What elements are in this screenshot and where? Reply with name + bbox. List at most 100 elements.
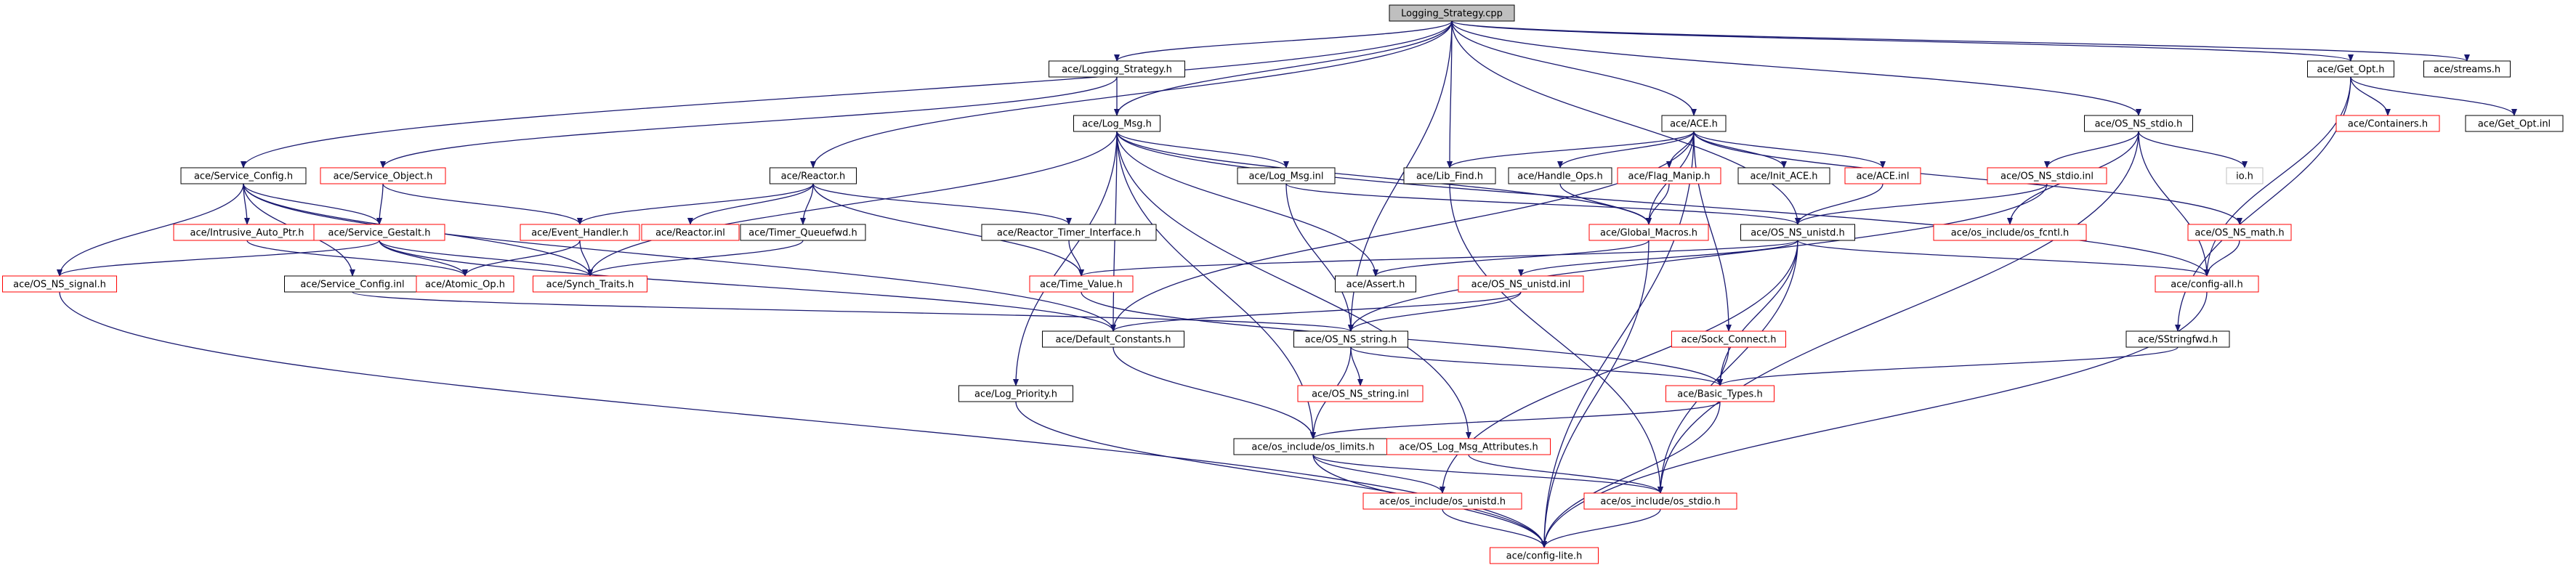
edge-reactor_h-to-time_value_h (812, 183, 1084, 277)
node-label: ace/OS_NS_unistd.inl (1471, 280, 1571, 290)
node-os_include_os_limits_h[interactable]: ace/os_include/os_limits.h (1233, 438, 1393, 455)
node-service_config_h[interactable]: ace/Service_Config.h (180, 167, 307, 184)
edge-ace_h-to-config_lite_h (1541, 131, 1695, 548)
edge-ace_h-to-init_ace_h (1693, 131, 1787, 168)
node-reactor_inl[interactable]: ace/Reactor.inl (641, 224, 740, 241)
node-init_ace_h[interactable]: ace/Init_ACE.h (1737, 167, 1830, 184)
node-config_lite_h[interactable]: ace/config-lite.h (1490, 547, 1599, 564)
node-logging_strategy_h[interactable]: ace/Logging_Strategy.h (1049, 60, 1185, 78)
node-box (313, 224, 445, 241)
node-assert_h[interactable]: ace/Assert.h (1335, 275, 1416, 293)
node-os_ns_math_h[interactable]: ace/OS_NS_math.h (2187, 224, 2292, 241)
node-containers_h[interactable]: ace/Containers.h (2335, 115, 2440, 132)
edge-os_ns_stdio_h-to-io_h (2138, 131, 2248, 168)
node-os_ns_string_h[interactable]: ace/OS_NS_string.h (1293, 330, 1408, 348)
node-box (2307, 60, 2394, 78)
node-ace_inl[interactable]: ace/ACE.inl (1844, 167, 1921, 184)
node-os_log_msg_attributes_h[interactable]: ace/OS_Log_Msg_Attributes.h (1386, 438, 1551, 455)
edge-sstringfwd_h-to-basic_types_h (1717, 346, 2179, 386)
node-get_opt_inl[interactable]: ace/Get_Opt.inl (2465, 115, 2564, 132)
edge-root-to-lib_find_h (1447, 20, 1453, 168)
node-os_ns_stdio_inl[interactable]: ace/OS_NS_stdio.inl (1987, 167, 2107, 184)
edge-root-to-log_msg_h (1114, 20, 1453, 116)
edge-os_ns_unistd_h-to-time_value_h (1078, 240, 1798, 277)
node-box (981, 224, 1157, 241)
node-timer_queuefwd_h[interactable]: ace/Timer_Queuefwd.h (740, 224, 866, 241)
node-global_macros_h[interactable]: ace/Global_Macros.h (1588, 224, 1709, 241)
edge-get_opt_h-to-containers_h (2350, 76, 2391, 116)
node-label: ace/Service_Config.inl (300, 280, 404, 290)
node-label: ace/os_include/os_limits.h (1251, 442, 1374, 453)
edge-get_opt_h-to-get_opt_inl (2350, 76, 2517, 116)
node-basic_types_h[interactable]: ace/Basic_Types.h (1665, 385, 1774, 402)
node-box (1588, 224, 1709, 241)
node-os_ns_unistd_inl[interactable]: ace/OS_NS_unistd.inl (1458, 275, 1584, 293)
node-intrusive_auto_ptr_h[interactable]: ace/Intrusive_Auto_Ptr.h (173, 224, 321, 241)
node-box (1737, 167, 1830, 184)
node-box (641, 224, 740, 241)
edge-os_ns_stdio_inl-to-os_ns_string_h (1348, 183, 2048, 332)
node-label: ace/Service_Object.h (334, 171, 433, 182)
node-time_value_h[interactable]: ace/Time_Value.h (1029, 275, 1134, 293)
edge-ace_h-to-sock_connect_h (1693, 131, 1732, 332)
node-os_include_os_unistd_h[interactable]: ace/os_include/os_unistd.h (1362, 492, 1522, 510)
edge-log_msg_inl-to-os_ns_string_h (1285, 183, 1354, 332)
edge-root-to-service_config_h (241, 20, 1453, 168)
node-reactor_h[interactable]: ace/Reactor.h (770, 167, 857, 184)
edge-log_msg_inl-to-os_ns_unistd_h (1285, 183, 1801, 225)
node-handle_ops_h[interactable]: ace/Handle_Ops.h (1508, 167, 1612, 184)
edge-ace_h-to-handle_ops_h (1557, 131, 1695, 168)
node-synch_traits_h[interactable]: ace/Synch_Traits.h (533, 275, 647, 293)
node-label: ace/Lib_Find.h (1416, 171, 1483, 182)
node-root: Logging_Strategy.cpp (1389, 4, 1515, 22)
node-box (1049, 60, 1185, 78)
edge-log_msg_h-to-synch_traits_h (587, 131, 1118, 277)
node-lib_find_h[interactable]: ace/Lib_Find.h (1403, 167, 1496, 184)
node-config_all_h[interactable]: ace/config-all.h (2155, 275, 2259, 293)
node-os_include_os_stdio_h[interactable]: ace/os_include/os_stdio.h (1583, 492, 1737, 510)
node-reactor_timer_interface_h[interactable]: ace/Reactor_Timer_Interface.h (981, 224, 1157, 241)
node-label: ace/Sock_Connect.h (1681, 335, 1777, 346)
node-sstringfwd_h[interactable]: ace/SStringfwd.h (2125, 330, 2230, 348)
node-label: ace/config-lite.h (1506, 551, 1583, 562)
node-label: ace/Get_Opt.inl (2478, 119, 2551, 130)
node-service_gestalt_h[interactable]: ace/Service_Gestalt.h (313, 224, 445, 241)
node-label: ace/Log_Msg.h (1082, 119, 1152, 130)
node-os_ns_signal_h[interactable]: ace/OS_NS_signal.h (2, 275, 117, 293)
edge-default_constants_h-to-os_include_os_limits_h (1113, 346, 1316, 439)
edge-reactor_h-to-timer_queuefwd_h (800, 183, 814, 225)
node-box (740, 224, 866, 241)
edge-os_include_os_unistd_h-to-config_lite_h (1442, 508, 1547, 548)
edge-global_macros_h-to-assert_h (1373, 240, 1650, 277)
node-default_constants_h[interactable]: ace/Default_Constants.h (1042, 330, 1184, 348)
node-event_handler_h[interactable]: ace/Event_Handler.h (520, 224, 640, 241)
node-os_ns_string_inl[interactable]: ace/OS_NS_string.inl (1297, 385, 1424, 402)
node-log_priority_h[interactable]: ace/Log_Priority.h (958, 385, 1073, 402)
node-os_ns_stdio_h[interactable]: ace/OS_NS_stdio.h (2084, 115, 2193, 132)
node-service_config_inl[interactable]: ace/Service_Config.inl (284, 275, 421, 293)
node-streams_h[interactable]: ace/streams.h (2423, 60, 2511, 78)
node-label: ace/streams.h (2434, 65, 2500, 76)
edge-ace_h-to-default_constants_h (1110, 131, 1695, 332)
edge-service_config_h-to-default_constants_h (243, 183, 1116, 332)
node-label: ace/OS_Log_Msg_Attributes.h (1399, 442, 1538, 453)
node-log_msg_h[interactable]: ace/Log_Msg.h (1073, 115, 1160, 132)
node-atomic_op_h[interactable]: ace/Atomic_Op.h (416, 275, 514, 293)
node-log_msg_inl[interactable]: ace/Log_Msg.inl (1237, 167, 1336, 184)
node-flag_manip_h[interactable]: ace/Flag_Manip.h (1617, 167, 1721, 184)
node-box (2125, 330, 2230, 348)
edge-os_ns_signal_h-to-config_lite_h (59, 291, 1547, 548)
node-sock_connect_h[interactable]: ace/Sock_Connect.h (1671, 330, 1786, 348)
node-box (2187, 224, 2292, 241)
edge-root-to-streams_h (1451, 20, 2470, 62)
node-label: ace/ACE.inl (1856, 171, 1909, 182)
node-ace_h[interactable]: ace/ACE.h (1661, 115, 1727, 132)
node-label: ace/Synch_Traits.h (546, 280, 634, 290)
node-os_ns_unistd_h[interactable]: ace/OS_NS_unistd.h (1740, 224, 1855, 241)
node-service_object_h[interactable]: ace/Service_Object.h (320, 167, 446, 184)
node-label: ace/Default_Constants.h (1055, 335, 1171, 346)
edge-log_priority_h-to-config_lite_h (1015, 401, 1547, 548)
node-get_opt_h[interactable]: ace/Get_Opt.h (2307, 60, 2394, 78)
node-os_include_os_fcntl_h[interactable]: ace/os_include/os_fcntl.h (1933, 224, 2087, 241)
node-label: ace/os_include/os_stdio.h (1600, 497, 1720, 508)
